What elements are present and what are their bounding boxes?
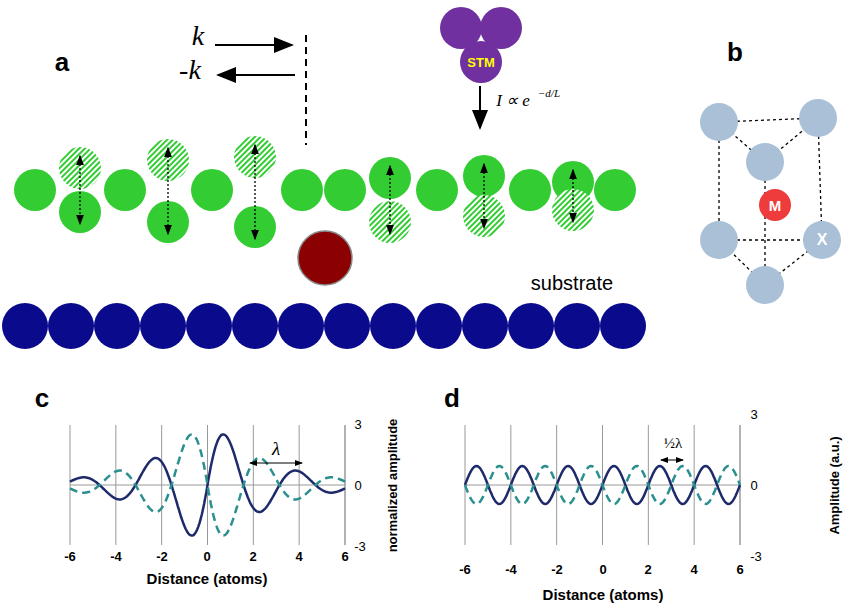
panel-letter: c xyxy=(35,383,49,414)
chalcogen-atom: X xyxy=(803,221,841,259)
wave-vector: k xyxy=(192,20,204,52)
tick-label: -6 xyxy=(64,549,76,564)
substrate-atom xyxy=(324,303,370,349)
surface-atom xyxy=(416,169,458,211)
panel-letter: d xyxy=(444,383,460,414)
axis-line xyxy=(345,425,346,545)
surface-atom xyxy=(509,169,551,211)
curve xyxy=(465,466,740,504)
tick-label: 6 xyxy=(341,549,348,564)
substrate-atom xyxy=(232,303,278,349)
substrate-atom xyxy=(186,303,232,349)
substrate-atom xyxy=(94,303,140,349)
atom-label: X xyxy=(817,231,828,249)
surface-atom xyxy=(191,169,233,211)
substrate-atom xyxy=(370,303,416,349)
substrate-atom xyxy=(554,303,600,349)
surface-atom xyxy=(104,169,146,211)
substrate-atom xyxy=(278,303,324,349)
curve xyxy=(465,466,740,504)
wave-vector: -k xyxy=(179,54,201,86)
displacement-arrow xyxy=(79,156,80,224)
wavelength-label: λ xyxy=(272,438,280,460)
tick-label: -4 xyxy=(505,562,517,577)
tick-label: 0 xyxy=(599,562,606,577)
substrate-atom xyxy=(508,303,554,349)
substrate-atom xyxy=(600,303,646,349)
tick-label: -3 xyxy=(354,539,366,554)
formula: I ∝ e xyxy=(496,90,530,111)
tick-label: 3 xyxy=(354,417,361,432)
tick-label: 0 xyxy=(203,549,210,564)
tick-label: 2 xyxy=(644,562,651,577)
tick-label: -4 xyxy=(110,549,122,564)
tick-label: -6 xyxy=(459,562,471,577)
surface-atom xyxy=(14,169,56,211)
displacement-arrow xyxy=(483,164,484,228)
axis-title: Distance (atoms) xyxy=(543,586,664,603)
panel-letter: a xyxy=(55,47,69,78)
panel-letter: b xyxy=(727,37,743,68)
half-wavelength-label: ½λ xyxy=(664,435,683,452)
axis-title: Amplitude (a.u.) xyxy=(827,436,842,534)
axis-title: Distance (atoms) xyxy=(147,570,268,587)
atom-label: STM xyxy=(467,55,494,70)
tick-label: 6 xyxy=(736,562,743,577)
tick-label: -2 xyxy=(156,549,168,564)
substrate-label: substrate xyxy=(531,272,613,295)
stm-tip-atom: STM xyxy=(460,41,502,83)
grid-line xyxy=(345,425,346,545)
displacement-arrow xyxy=(572,170,573,222)
surface-atom xyxy=(281,169,323,211)
curve xyxy=(70,434,345,535)
displacement-arrow xyxy=(254,145,255,239)
formula-exponent: −d/L xyxy=(538,87,560,99)
displacement-arrow xyxy=(167,148,168,234)
tick-label: 0 xyxy=(750,478,757,493)
tick-label: 3 xyxy=(750,407,757,422)
surface-atom xyxy=(324,169,366,211)
tick-label: 0 xyxy=(354,478,361,493)
displacement-arrow xyxy=(389,166,390,234)
atom-label: M xyxy=(769,197,782,214)
tick-label: 4 xyxy=(295,549,302,564)
tick-label: 4 xyxy=(690,562,697,577)
substrate-atom xyxy=(462,303,508,349)
substrate-atom xyxy=(2,303,48,349)
metal-atom: M xyxy=(759,189,791,221)
tick-label: -3 xyxy=(750,549,762,564)
substrate-atom xyxy=(48,303,94,349)
substrate-atom xyxy=(140,303,186,349)
tick-label: -2 xyxy=(551,562,563,577)
tick-label: 2 xyxy=(249,549,256,564)
curve xyxy=(70,434,345,535)
axis-title: normalized amplitude xyxy=(385,418,400,552)
substrate-atom xyxy=(416,303,462,349)
surface-atom xyxy=(594,169,636,211)
